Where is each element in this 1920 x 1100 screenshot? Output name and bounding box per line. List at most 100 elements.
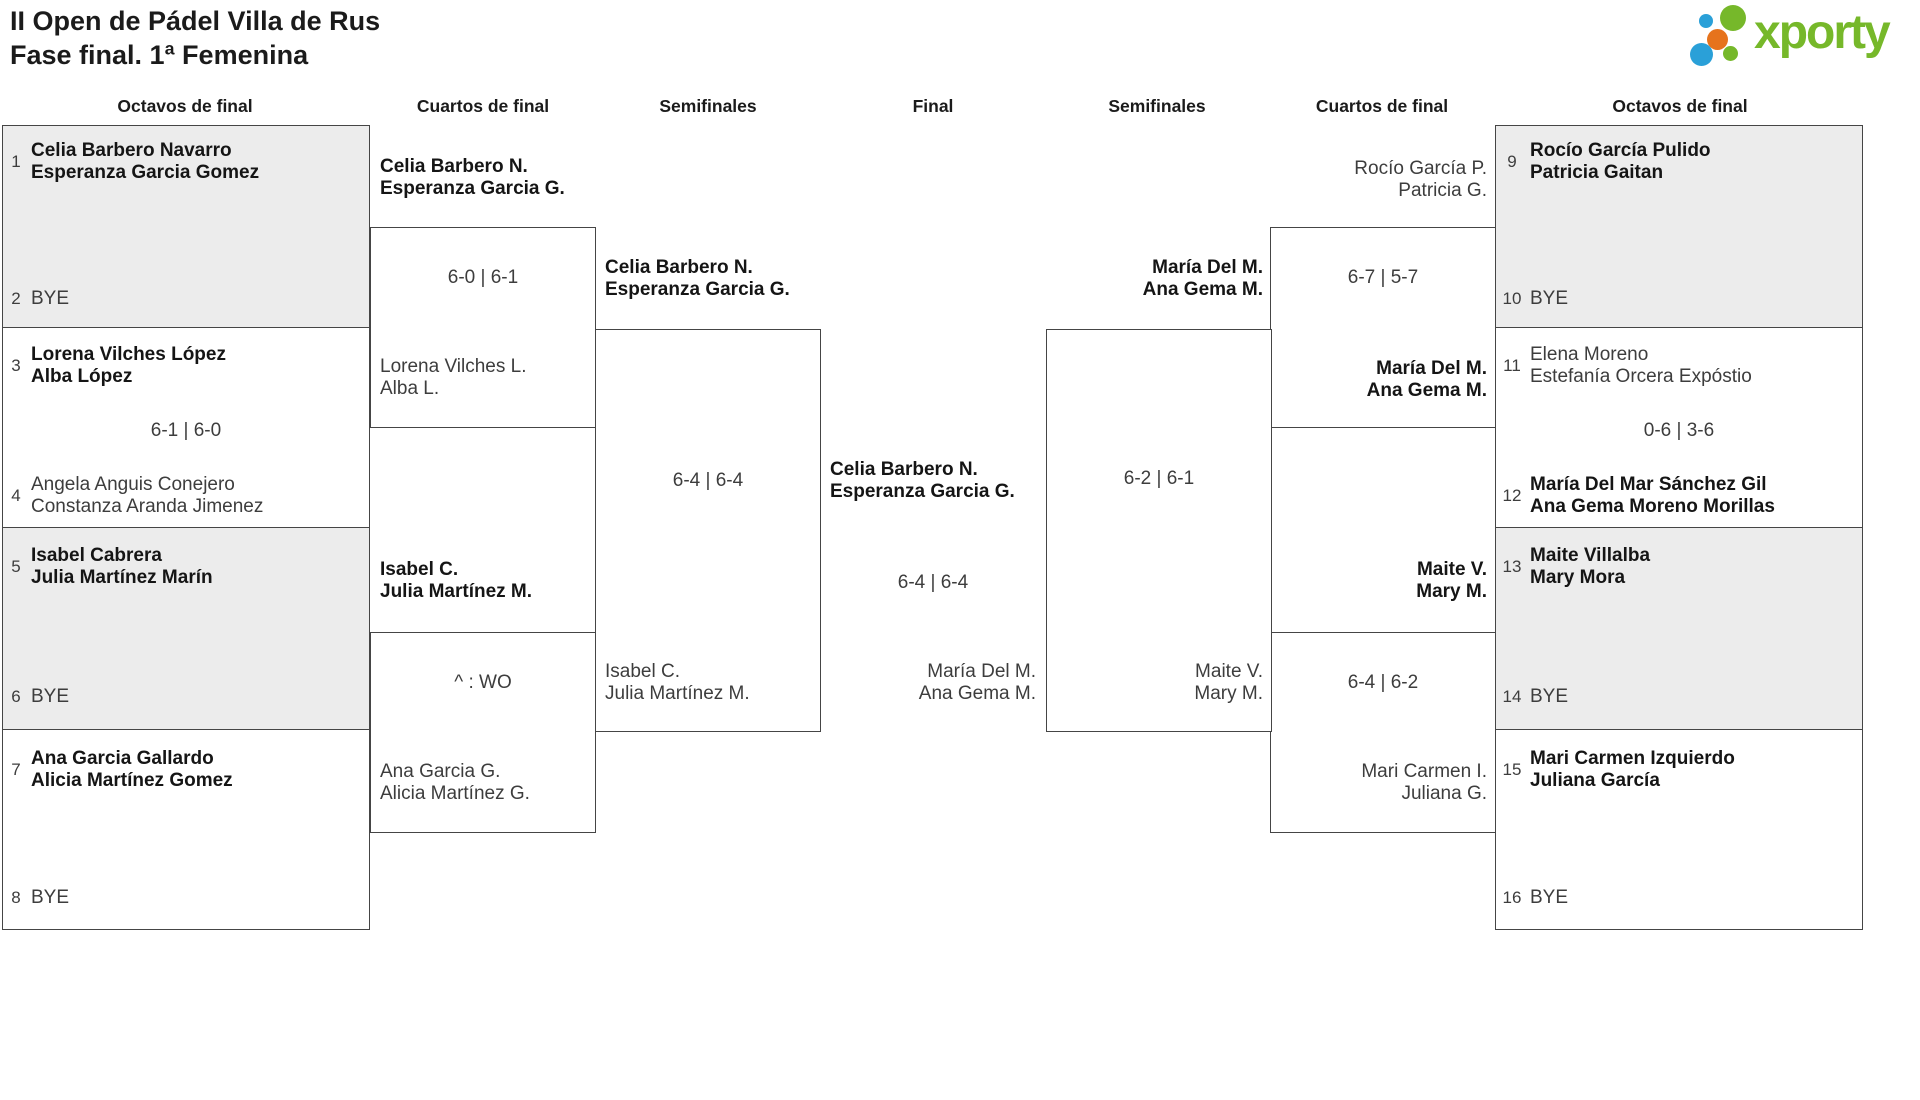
player-name: Celia Barbero N. xyxy=(830,459,978,480)
player-name: Esperanza Garcia G. xyxy=(605,279,790,300)
player-name: Patricia G. xyxy=(1398,180,1487,201)
player-name: Lorena Vilches L. xyxy=(380,356,527,377)
team-entry: 3 Lorena Vilches López Alba López xyxy=(8,344,226,388)
match-score: 6-2 | 6-1 xyxy=(1123,468,1195,489)
advancing-team-label: Celia Barbero N. Esperanza Garcia G. xyxy=(605,257,790,301)
player-name: Esperanza Garcia G. xyxy=(830,481,1015,502)
player-name: Juliana García xyxy=(1530,770,1660,791)
player-name: Elena Moreno xyxy=(1530,344,1649,365)
player-name: Patricia Gaitan xyxy=(1530,162,1664,183)
bracket-box xyxy=(2,327,370,528)
player-name: Mari Carmen Izquierdo xyxy=(1530,748,1735,769)
player-name: Angela Anguis Conejero xyxy=(31,474,235,495)
seed-number: 13 xyxy=(1502,557,1522,576)
seed-number: 7 xyxy=(11,760,21,779)
seed-number: 4 xyxy=(11,486,21,505)
player-name: Maite V. xyxy=(1416,559,1487,580)
player-name: Ana Garcia G. xyxy=(380,761,501,782)
bye-label: BYE xyxy=(1530,686,1569,707)
team-entry: 10 BYE xyxy=(1500,288,1569,310)
round-header-octavos-right: Octavos de final xyxy=(1612,96,1748,116)
bye-label: BYE xyxy=(1530,288,1569,309)
player-name: Mary M. xyxy=(1194,683,1263,704)
player-name: Esperanza Garcia Gomez xyxy=(31,162,260,183)
advancing-team-label: Celia Barbero N. Esperanza Garcia G. xyxy=(380,156,565,200)
advancing-team-label: María Del M. Ana Gema M. xyxy=(1143,257,1263,301)
round-header-cuartos-right: Cuartos de final xyxy=(1315,96,1449,116)
bracket-box xyxy=(1495,327,1863,528)
player-name: María Del M. xyxy=(1152,257,1263,278)
logo-dot-green-small xyxy=(1723,46,1738,61)
match-score: 6-0 | 6-1 xyxy=(447,267,519,288)
player-name: Alicia Martínez Gomez xyxy=(31,770,233,791)
player-name: Mary M. xyxy=(1416,581,1487,602)
bracket-box xyxy=(1046,329,1272,732)
team-entry: 7 Ana Garcia Gallardo Alicia Martínez Go… xyxy=(8,748,233,792)
advancing-team-label: María Del M. Ana Gema M. xyxy=(1367,358,1487,402)
brand-logo: xporty xyxy=(1690,5,1915,77)
bracket-box xyxy=(370,632,596,833)
player-name: Celia Barbero N. xyxy=(380,156,528,177)
advancing-team-label: Maite V. Mary M. xyxy=(1416,559,1487,603)
player-name: Alba López xyxy=(31,366,133,387)
player-name: Mari Carmen I. xyxy=(1361,761,1487,782)
player-name: Estefanía Orcera Expóstio xyxy=(1530,366,1752,387)
bracket-box xyxy=(1270,227,1496,428)
round-header-cuartos-left: Cuartos de final xyxy=(416,96,550,116)
seed-number: 9 xyxy=(1507,152,1517,171)
bracket-box xyxy=(595,329,821,732)
player-name: Constanza Aranda Jimenez xyxy=(31,496,264,517)
player-name: María Del M. xyxy=(1376,358,1487,379)
bye-label: BYE xyxy=(31,288,70,309)
team-entry: 12 María Del Mar Sánchez Gil Ana Gema Mo… xyxy=(1500,474,1775,518)
player-name: Ana Gema M. xyxy=(918,683,1036,704)
team-entry: 8 BYE xyxy=(8,887,69,909)
seed-number: 10 xyxy=(1502,289,1522,308)
seed-number: 16 xyxy=(1502,888,1522,907)
round-header-semis-right: Semifinales xyxy=(1108,96,1206,116)
team-label: Mari Carmen I. Juliana G. xyxy=(1361,761,1487,805)
match-score: 6-4 | 6-4 xyxy=(897,572,969,593)
player-name: Esperanza Garcia G. xyxy=(380,178,565,199)
seed-number: 3 xyxy=(11,356,21,375)
team-entry: 14 BYE xyxy=(1500,686,1569,708)
team-entry: 16 BYE xyxy=(1500,887,1569,909)
team-entry: 5 Isabel Cabrera Julia Martínez Marín xyxy=(8,545,213,589)
player-name: Isabel C. xyxy=(605,661,680,682)
team-entry: 2 BYE xyxy=(8,288,69,310)
player-name: María Del Mar Sánchez Gil xyxy=(1530,474,1767,495)
player-name: Julia Martínez M. xyxy=(380,581,533,602)
seed-number: 1 xyxy=(11,152,21,171)
match-score: 0-6 | 3-6 xyxy=(1643,420,1715,441)
team-entry: 15 Mari Carmen Izquierdo Juliana García xyxy=(1500,748,1735,792)
match-score: ^ : WO xyxy=(454,672,512,693)
match-score: 6-4 | 6-4 xyxy=(672,470,744,491)
bracket-box xyxy=(1270,632,1496,833)
seed-number: 2 xyxy=(11,289,21,308)
seed-number: 6 xyxy=(11,687,21,706)
seed-number: 8 xyxy=(11,888,21,907)
team-label: Lorena Vilches L. Alba L. xyxy=(380,356,526,400)
logo-dot-orange xyxy=(1707,29,1728,50)
team-entry: 1 Celia Barbero Navarro Esperanza Garcia… xyxy=(8,140,259,184)
player-name: Julia Martínez M. xyxy=(605,683,750,704)
player-name: Isabel C. xyxy=(380,559,459,580)
player-name: Maite V. xyxy=(1195,661,1263,682)
player-name: Juliana G. xyxy=(1401,783,1487,804)
champion-team-label: Celia Barbero N. Esperanza Garcia G. xyxy=(830,459,1015,503)
match-score: 6-7 | 5-7 xyxy=(1347,267,1419,288)
tournament-name: II Open de Pádel Villa de Rus xyxy=(10,6,381,36)
player-name: Ana Gema Moreno Morillas xyxy=(1530,496,1775,517)
bracket-box xyxy=(1495,527,1863,730)
team-entry: 13 Maite Villalba Mary Mora xyxy=(1500,545,1651,589)
player-name: Ana Gema M. xyxy=(1366,380,1487,401)
bracket-box xyxy=(2,125,370,328)
player-name: Ana Gema M. xyxy=(1142,279,1263,300)
player-name: Julia Martínez Marín xyxy=(31,567,213,588)
logo-dot-blue-large xyxy=(1690,43,1713,66)
bracket-box xyxy=(1495,729,1863,930)
logo-dot-blue-small xyxy=(1699,14,1713,28)
match-score: 6-1 | 6-0 xyxy=(150,420,222,441)
player-name: Rocío García P. xyxy=(1354,158,1487,179)
